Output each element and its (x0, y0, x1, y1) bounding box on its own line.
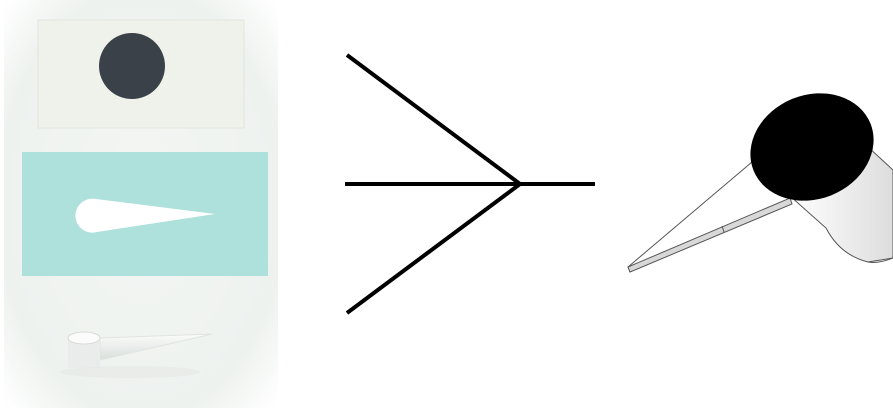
render-panel (628, 75, 893, 272)
teal-card (22, 152, 268, 276)
merge-line-bottom (347, 184, 520, 313)
white-card (38, 20, 244, 128)
photo-panel (4, 0, 278, 408)
dark-circle (99, 33, 165, 99)
printed-part-top (68, 332, 100, 344)
merge-line-top (347, 55, 520, 184)
merge-arrow (345, 55, 595, 313)
printed-part-shadow (60, 366, 200, 378)
